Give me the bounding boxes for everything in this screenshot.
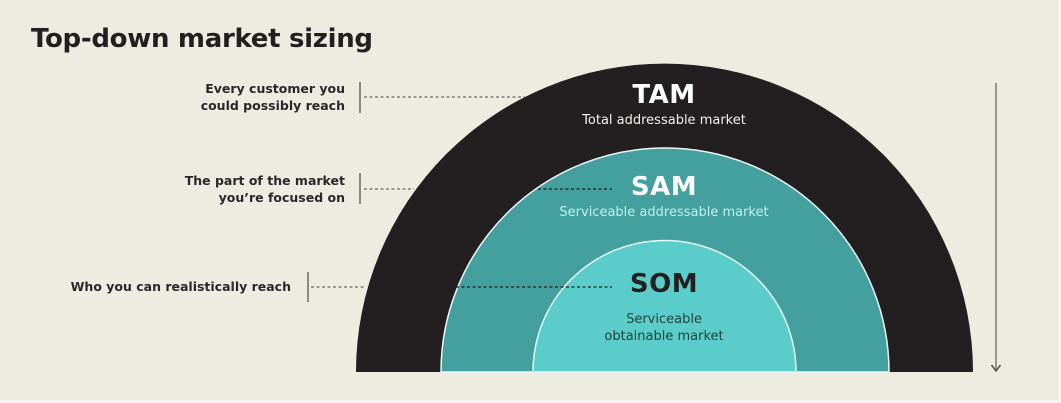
page-title: Top-down market sizing [31,24,373,54]
tam-acronym: TAM [632,80,696,110]
som-label: SOM Serviceable obtainable market [604,269,723,345]
annotation-line: Every customer you [205,81,345,96]
som-annotation: Who you can realistically reach [71,278,291,295]
annotation-line: The part of the market [184,173,345,188]
tam-annotation: Every customer you could possibly reach [201,80,345,114]
som-acronym: SOM [629,269,699,299]
som-arc [532,239,797,373]
som-subtitle-line: obtainable market [604,329,724,344]
sam-acronym: SAM [630,172,698,202]
tam-label: TAM Total addressable market [582,80,746,128]
sam-annotation: The part of the market you’re focused on [185,172,345,206]
annotation-line: could possibly reach [200,98,345,113]
down-arrow-icon [990,83,1002,373]
sam-label: SAM Serviceable addressable market [559,172,768,220]
tam-subtitle: Total addressable market [582,113,746,128]
sam-subtitle: Serviceable addressable market [559,205,769,220]
annotation-line: Who you can realistically reach [70,279,291,294]
annotation-line: you’re focused on [218,190,345,205]
som-subtitle: Serviceable obtainable market [604,311,723,345]
som-subtitle-line: Serviceable [626,312,702,327]
